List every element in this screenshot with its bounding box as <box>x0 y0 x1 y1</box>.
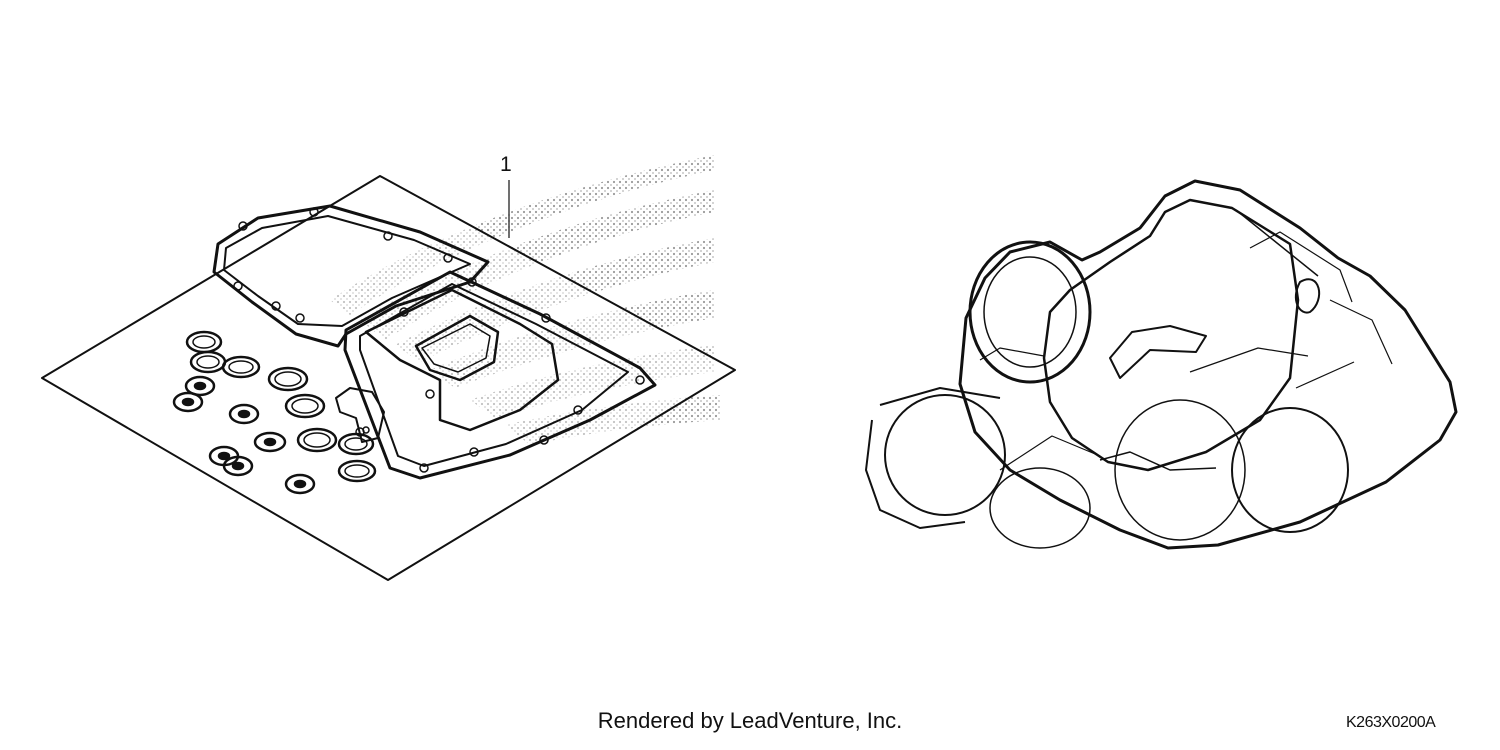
engine-block-outline <box>958 179 1458 550</box>
cylinder-right <box>1231 407 1349 533</box>
o-ring <box>337 459 377 483</box>
cylinder-left <box>884 394 1006 516</box>
o-ring <box>296 427 338 453</box>
gasket-kit <box>41 175 736 581</box>
gasket-sheet <box>41 175 736 581</box>
oil-seal <box>284 473 316 495</box>
oil-seal <box>172 391 204 413</box>
o-ring <box>221 355 261 379</box>
pulley-cover <box>968 240 1092 384</box>
oil-seal <box>184 375 216 397</box>
valve-cover <box>1042 198 1300 472</box>
oil-seal <box>253 431 287 453</box>
rendered-by-credit: Rendered by LeadVenture, Inc. <box>597 708 903 733</box>
o-ring <box>284 393 326 419</box>
o-ring <box>267 366 309 392</box>
o-rings-and-seals <box>172 330 377 495</box>
callout-1: 1 <box>500 153 512 176</box>
oil-seal <box>222 455 254 477</box>
engine-illustration <box>865 179 1458 550</box>
oil-seal <box>228 403 260 425</box>
diagram-code: K263X0200A <box>1346 714 1436 731</box>
small-gasket <box>335 387 385 443</box>
strainer-gasket <box>364 288 560 432</box>
o-ring <box>337 432 375 456</box>
large-gasket <box>212 204 490 348</box>
